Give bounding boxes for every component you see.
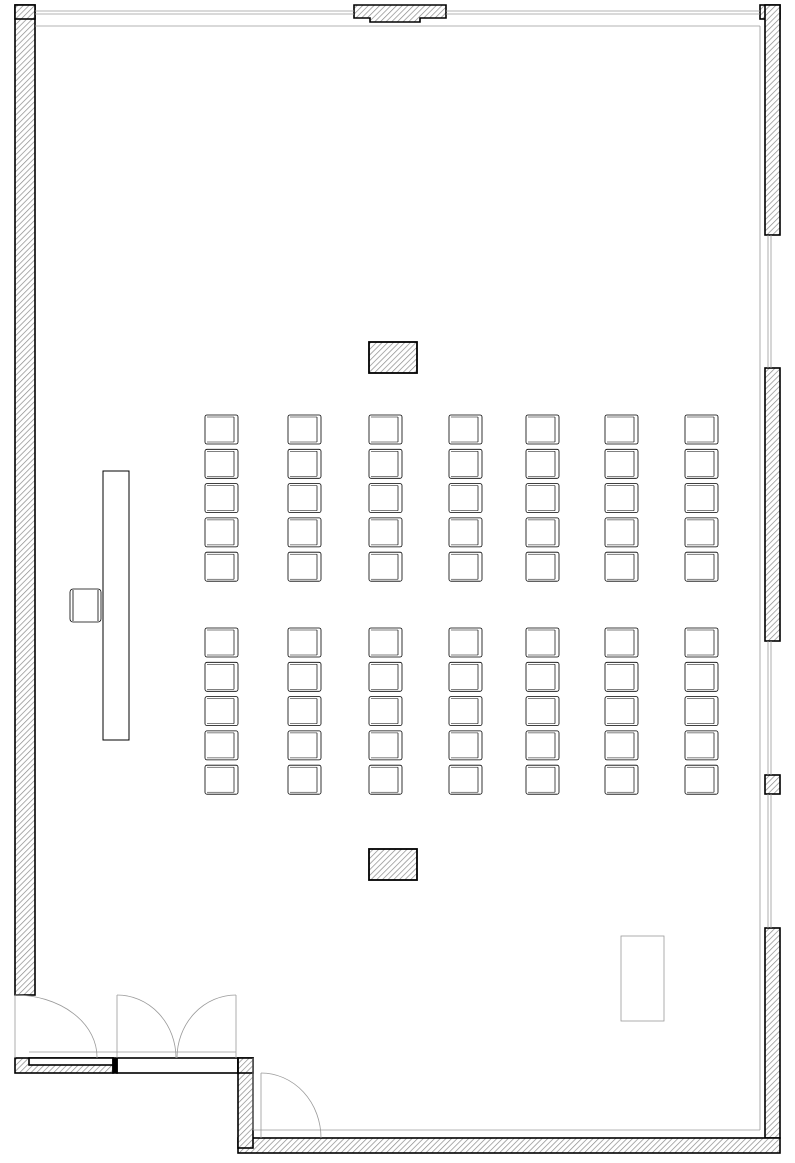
chair: [287, 517, 322, 548]
chair: [684, 414, 719, 445]
chair: [684, 764, 719, 795]
wall-lower-step-cap: [237, 1057, 254, 1074]
chair: [525, 448, 560, 479]
chair: [604, 730, 639, 761]
chair: [448, 764, 483, 795]
chair: [525, 764, 560, 795]
chair: [525, 483, 560, 514]
chair: [448, 448, 483, 479]
walls: [14, 4, 781, 1154]
chair: [684, 483, 719, 514]
chair: [684, 551, 719, 582]
chair: [368, 730, 403, 761]
wall-bottom-left-inner: [28, 1057, 114, 1066]
chair: [368, 414, 403, 445]
wall-right-lower: [764, 927, 781, 1139]
chair: [604, 696, 639, 726]
presenter-chair: [69, 588, 102, 623]
chair: [604, 551, 639, 582]
chair: [684, 517, 719, 548]
chair: [287, 448, 322, 479]
column-upper: [368, 341, 418, 374]
chair: [287, 627, 322, 658]
wall-bottom-left-doors-gap: [119, 1060, 236, 1071]
side-table: [620, 935, 665, 1022]
chair: [684, 627, 719, 658]
chair: [287, 483, 322, 514]
chair: [525, 661, 560, 692]
doors: [14, 994, 322, 1139]
chair: [368, 551, 403, 582]
chair: [368, 661, 403, 692]
chair: [368, 517, 403, 548]
chair: [204, 661, 239, 692]
chair: [604, 414, 639, 445]
seating-area: [204, 414, 719, 795]
chair: [448, 517, 483, 548]
chair: [604, 661, 639, 692]
chair: [204, 764, 239, 795]
wall-left: [14, 4, 36, 996]
chair: [604, 764, 639, 795]
chair: [204, 517, 239, 548]
chair: [287, 551, 322, 582]
chair: [448, 730, 483, 761]
chair: [604, 627, 639, 658]
chair: [525, 627, 560, 658]
chair: [604, 517, 639, 548]
wall-top-left-stub: [14, 4, 36, 20]
wall-right-middle: [764, 367, 781, 642]
chair: [525, 730, 560, 761]
chair: [287, 414, 322, 445]
chair: [368, 627, 403, 658]
chair: [287, 696, 322, 726]
chair: [448, 696, 483, 726]
chair: [684, 730, 719, 761]
wall-bottom: [237, 1137, 781, 1154]
chair: [204, 414, 239, 445]
chair: [684, 448, 719, 479]
entrance-single-door: [260, 1072, 322, 1139]
chair: [204, 448, 239, 479]
column-lower: [368, 848, 418, 881]
chair: [604, 483, 639, 514]
wall-top-center: [353, 4, 447, 23]
wall-right-upper: [764, 4, 781, 236]
chair: [525, 414, 560, 445]
chair: [287, 764, 322, 795]
chair: [368, 448, 403, 479]
chair: [448, 551, 483, 582]
chair: [287, 661, 322, 692]
wall-bottom-right-of-doors: [116, 1057, 239, 1074]
chair: [368, 764, 403, 795]
chair: [204, 551, 239, 582]
chair: [525, 551, 560, 582]
chair: [448, 627, 483, 658]
door-left: [14, 994, 98, 1059]
chair: [448, 483, 483, 514]
chair: [204, 730, 239, 761]
chair: [525, 696, 560, 726]
chair: [204, 696, 239, 726]
chair: [368, 483, 403, 514]
window-lines: [29, 10, 772, 1131]
entrance-double-door: [116, 994, 237, 1059]
structural-columns: [368, 341, 418, 881]
chair: [525, 517, 560, 548]
chair: [604, 448, 639, 479]
chair: [287, 730, 322, 761]
chair: [204, 483, 239, 514]
chair: [684, 696, 719, 726]
chair: [368, 696, 403, 726]
chair: [204, 627, 239, 658]
chair: [448, 414, 483, 445]
wall-right-pier: [764, 774, 781, 795]
lectern-desk: [102, 470, 130, 741]
chair: [684, 661, 719, 692]
chair: [448, 661, 483, 692]
